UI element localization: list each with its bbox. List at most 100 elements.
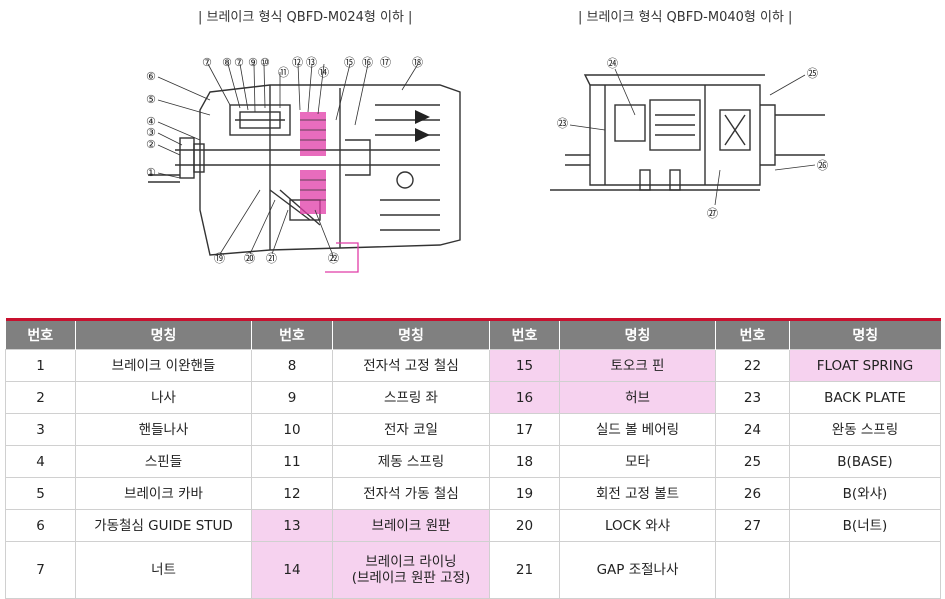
part-name: 전자 코일 [332, 413, 490, 446]
svg-text:㉓: ㉓ [557, 117, 568, 130]
part-name: 브레이크 이완핸들 [75, 349, 252, 382]
svg-text:⑨: ⑨ [248, 56, 258, 69]
part-name: 실드 볼 베어링 [559, 413, 716, 446]
part-number: 1 [5, 349, 76, 382]
part-number: 13 [251, 509, 333, 542]
part-number: 6 [5, 509, 76, 542]
part-number: 18 [489, 445, 560, 478]
part-number: 2 [5, 381, 76, 414]
part-name: 제동 스프링 [332, 445, 490, 478]
caption-left: | 브레이크 형식 QBFD-M024형 이하 | [198, 10, 413, 25]
part-number: 4 [5, 445, 76, 478]
header-number: 번호 [5, 318, 76, 350]
part-name [789, 541, 941, 599]
svg-text:⑲: ⑲ [214, 252, 225, 265]
svg-text:⑧: ⑧ [222, 56, 232, 69]
brake-diagram-m040: ㉔ ㉓ ㉕ ㉖ ㉗ [550, 57, 828, 220]
part-number: 27 [715, 509, 790, 542]
svg-text:㉖: ㉖ [817, 159, 828, 172]
svg-text:⑮: ⑮ [344, 56, 355, 69]
part-name: B(BASE) [789, 445, 941, 478]
part-name: 브레이크 원판 [332, 509, 490, 542]
parts-table: 번호 명칭 번호 명칭 번호 명칭 번호 명칭 1 브레이크 이완핸들 8 전자… [5, 318, 941, 599]
part-name: 회전 고정 볼트 [559, 477, 716, 510]
svg-text:⑦: ⑦ [202, 56, 212, 69]
part-number: 25 [715, 445, 790, 478]
part-name: B(너트) [789, 509, 941, 542]
svg-text:⑦: ⑦ [234, 56, 244, 69]
svg-text:⑪: ⑪ [278, 66, 289, 79]
part-number: 16 [489, 381, 560, 414]
part-name: LOCK 와샤 [559, 509, 716, 542]
svg-text:⑳: ⑳ [244, 252, 255, 265]
part-number: 9 [251, 381, 333, 414]
svg-text:⑬: ⑬ [306, 56, 317, 69]
part-number: 20 [489, 509, 560, 542]
svg-text:⑤: ⑤ [146, 93, 156, 106]
part-number [715, 541, 790, 599]
part-number: 19 [489, 477, 560, 510]
table-row: 1 브레이크 이완핸들 8 전자석 고정 철심 15 토오크 핀 22 FLOA… [5, 349, 941, 382]
part-number: 12 [251, 477, 333, 510]
header-name: 명칭 [789, 318, 941, 350]
svg-text:㉕: ㉕ [807, 67, 818, 80]
svg-text:㉗: ㉗ [707, 207, 718, 220]
part-number: 21 [489, 541, 560, 599]
part-number: 23 [715, 381, 790, 414]
table-row: 5 브레이크 카바 12 전자석 가동 철심 19 회전 고정 볼트 26 B(… [5, 477, 941, 510]
part-name: GAP 조절나사 [559, 541, 716, 599]
table-row: 7 너트 14 브레이크 라이닝 (브레이크 원판 고정) 21 GAP 조절나… [5, 541, 941, 599]
part-name: BACK PLATE [789, 381, 941, 414]
brake-diagram-m024: ⑥ ⑤ ④ ③ ② ① ⑦ ⑧ ⑦ ⑨ ⑩ ⑪ ⑫ ⑬ ⑭ ⑮ ⑯ ⑰ ⑱ ⑲ … [146, 56, 461, 273]
svg-text:③: ③ [146, 126, 156, 139]
svg-text:⑯: ⑯ [362, 56, 373, 69]
part-number: 22 [715, 349, 790, 382]
svg-text:④: ④ [146, 115, 156, 128]
svg-text:①: ① [146, 166, 156, 179]
part-name: 브레이크 카바 [75, 477, 252, 510]
header-number: 번호 [251, 318, 333, 350]
svg-text:㉒: ㉒ [328, 252, 339, 265]
part-name: B(와샤) [789, 477, 941, 510]
svg-text:②: ② [146, 138, 156, 151]
svg-text:⑭: ⑭ [318, 66, 329, 79]
part-number: 11 [251, 445, 333, 478]
part-name: 스핀들 [75, 445, 252, 478]
part-name: 스프링 좌 [332, 381, 490, 414]
part-number: 14 [251, 541, 333, 599]
part-name: 핸들나사 [75, 413, 252, 446]
part-number: 3 [5, 413, 76, 446]
header-number: 번호 [489, 318, 560, 350]
part-name: 나사 [75, 381, 252, 414]
part-number: 7 [5, 541, 76, 599]
table-row: 6 가동철심 GUIDE STUD 13 브레이크 원판 20 LOCK 와샤 … [5, 509, 941, 542]
part-number: 15 [489, 349, 560, 382]
part-number: 24 [715, 413, 790, 446]
svg-text:⑰: ⑰ [380, 56, 391, 69]
part-name: 너트 [75, 541, 252, 599]
svg-text:⑩: ⑩ [260, 56, 270, 69]
part-name: FLOAT SPRING [789, 349, 941, 382]
header-number: 번호 [715, 318, 790, 350]
svg-text:㉔: ㉔ [607, 57, 618, 70]
part-name: 허브 [559, 381, 716, 414]
part-number: 17 [489, 413, 560, 446]
header-name: 명칭 [332, 318, 490, 350]
svg-text:㉑: ㉑ [266, 252, 277, 265]
table-row: 2 나사 9 스프링 좌 16 허브 23 BACK PLATE [5, 381, 941, 414]
part-name: 전자석 가동 철심 [332, 477, 490, 510]
svg-text:⑱: ⑱ [412, 56, 423, 69]
part-name: 전자석 고정 철심 [332, 349, 490, 382]
part-name: 모타 [559, 445, 716, 478]
part-name: 브레이크 라이닝 (브레이크 원판 고정) [332, 541, 490, 599]
table-header-row: 번호 명칭 번호 명칭 번호 명칭 번호 명칭 [5, 318, 941, 350]
part-number: 8 [251, 349, 333, 382]
part-number: 5 [5, 477, 76, 510]
caption-right: | 브레이크 형식 QBFD-M040형 이하 | [578, 10, 793, 25]
part-number: 26 [715, 477, 790, 510]
part-number: 10 [251, 413, 333, 446]
svg-text:⑥: ⑥ [146, 70, 156, 83]
part-name: 완동 스프링 [789, 413, 941, 446]
svg-text:⑫: ⑫ [292, 56, 303, 69]
header-name: 명칭 [559, 318, 716, 350]
